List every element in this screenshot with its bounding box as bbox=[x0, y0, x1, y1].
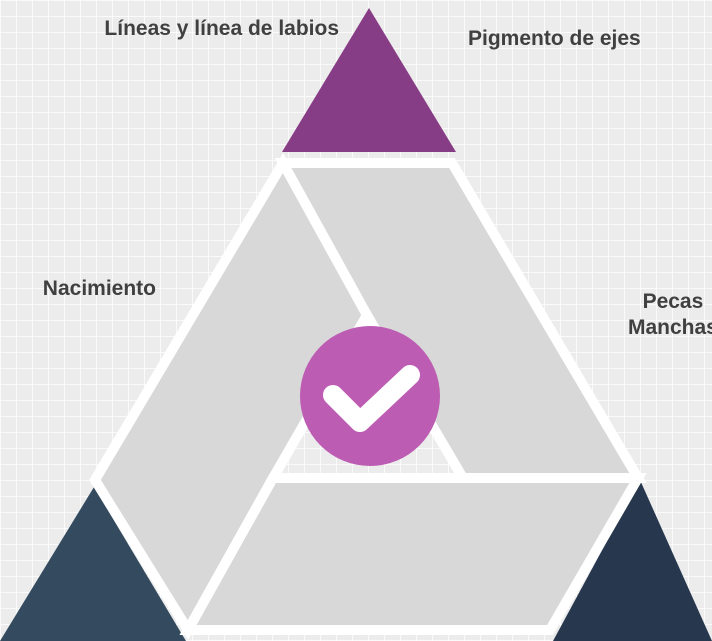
label-left: Nacimiento bbox=[42, 277, 156, 300]
label-right: Pecas Manchas bbox=[628, 289, 712, 341]
label-right-line2: Manchas bbox=[628, 316, 712, 339]
bottom-right-corner-triangle bbox=[553, 480, 712, 641]
check-icon bbox=[323, 365, 420, 432]
check-badge bbox=[300, 326, 440, 466]
top-corner-triangle bbox=[282, 8, 456, 152]
bottom-left-corner-triangle bbox=[0, 487, 186, 641]
segment-bottom bbox=[179, 473, 647, 635]
label-right-line1: Pecas bbox=[642, 290, 704, 313]
label-top-right: Pigmento de ejes bbox=[468, 27, 641, 50]
label-top-left: Líneas y línea de labios bbox=[104, 17, 339, 40]
